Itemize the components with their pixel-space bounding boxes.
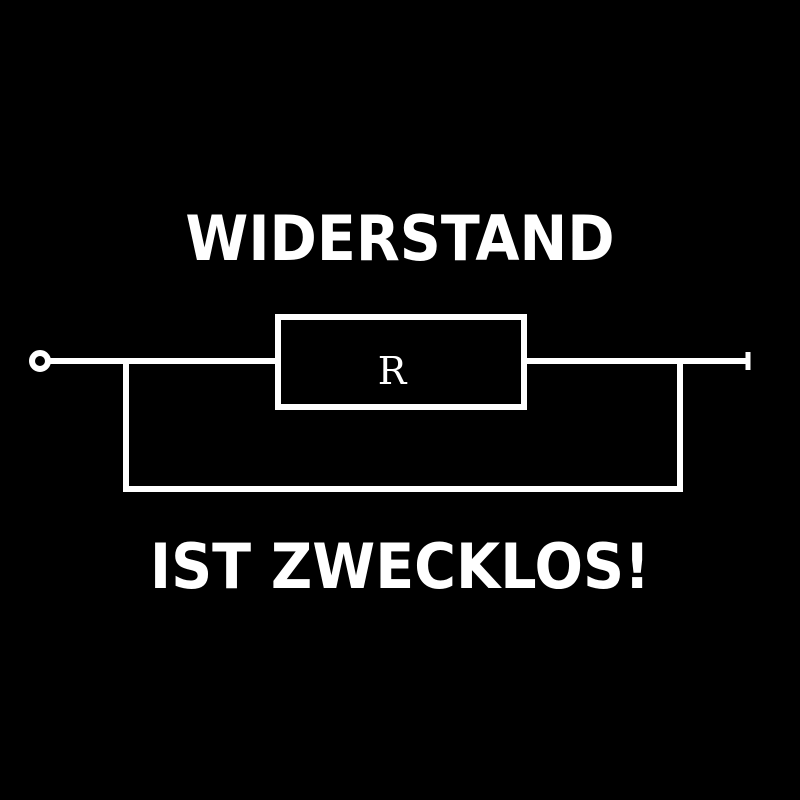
resistor-body: [275, 314, 527, 410]
resistor-label: R: [378, 349, 408, 393]
bypass-wire: [123, 361, 683, 492]
terminal-node-icon: [29, 350, 51, 372]
headline-bottom: IST ZWECKLOS!: [149, 530, 651, 603]
headline-top: WIDERSTAND: [185, 202, 615, 275]
